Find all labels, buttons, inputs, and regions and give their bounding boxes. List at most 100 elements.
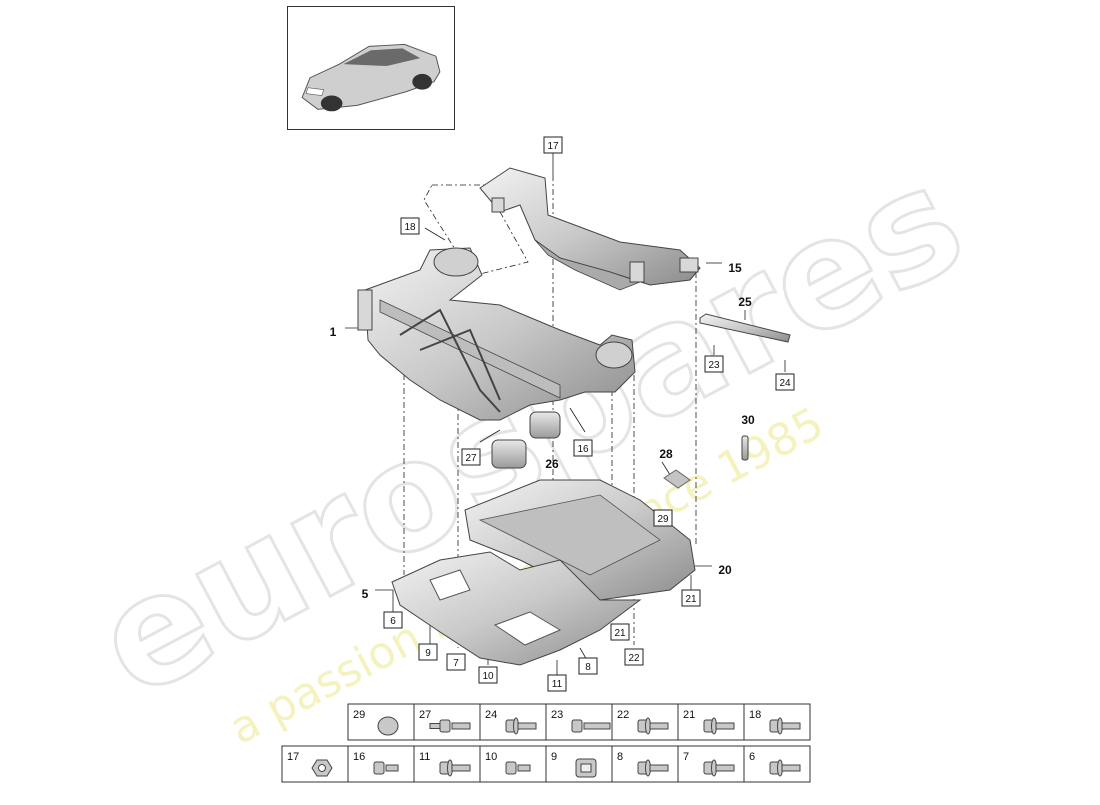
callout-box[interactable]: 10 (478, 666, 498, 684)
callout-label: 17 (547, 141, 559, 152)
parts-table-cell[interactable]: 27 (413, 703, 481, 741)
flange-bolt-icon (703, 717, 735, 735)
callout-box[interactable]: 7 (446, 653, 466, 671)
callout-frame (610, 623, 630, 641)
parts-table-cell[interactable]: 24 (479, 703, 547, 741)
callout-label: 15 (728, 261, 742, 275)
parts-table-cell[interactable]: 9 (545, 745, 613, 783)
nut-icon (311, 759, 333, 777)
small-pin[interactable] (741, 435, 749, 461)
callout-label: 20 (718, 563, 732, 577)
flange-bolt-icon (505, 717, 537, 735)
callout-box[interactable]: 9 (418, 643, 438, 661)
callout-number[interactable]: 1 (330, 325, 337, 339)
callout-frame (573, 439, 593, 457)
part-number: 29 (353, 709, 365, 721)
parts-table-cell[interactable]: 8 (611, 745, 679, 783)
callout-label: 18 (404, 222, 416, 233)
part-number: 9 (551, 751, 557, 763)
callout-box[interactable]: 22 (624, 648, 644, 666)
callout-box[interactable]: 29 (653, 509, 673, 527)
callout-label: 25 (738, 295, 752, 309)
callout-box[interactable]: 16 (573, 439, 593, 457)
strut-brace[interactable] (699, 313, 791, 343)
front-subframe[interactable] (357, 247, 636, 469)
callout-frame (681, 589, 701, 607)
part-number: 22 (617, 709, 629, 721)
parts-table-cell[interactable]: 21 (677, 703, 745, 741)
callout-frame (478, 666, 498, 684)
callout-box[interactable]: 24 (775, 373, 795, 391)
part-number: 6 (749, 751, 755, 763)
callout-box[interactable]: 27 (461, 448, 481, 466)
parts-table-cell[interactable]: 6 (743, 745, 811, 783)
callout-label: 16 (577, 444, 589, 455)
cell-frame (611, 745, 679, 783)
car-icon (301, 43, 441, 112)
parts-table-cell[interactable]: 7 (677, 745, 745, 783)
callout-frame (383, 611, 403, 629)
callout-frame (446, 653, 466, 671)
callout-label: 28 (659, 447, 673, 461)
callout-number[interactable]: 30 (741, 413, 755, 427)
parts-table-cell[interactable]: 29 (347, 703, 415, 741)
rear-crossmember[interactable] (479, 167, 701, 291)
part-number: 7 (683, 751, 689, 763)
callout-number[interactable]: 5 (362, 587, 369, 601)
callout-box[interactable]: 18 (400, 217, 420, 235)
callout-number[interactable]: 15 (728, 261, 742, 275)
part-number: 8 (617, 751, 623, 763)
callout-frame (775, 373, 795, 391)
callout-label: 10 (482, 671, 494, 682)
callout-frame (578, 657, 598, 675)
callout-label: 26 (545, 457, 559, 471)
callout-box[interactable]: 21 (610, 623, 630, 641)
callout-label: 24 (779, 378, 791, 389)
flange-bolt-icon (637, 717, 669, 735)
parts-table-cell[interactable]: 11 (413, 745, 481, 783)
parts-table-cell[interactable]: 16 (347, 745, 415, 783)
callout-box[interactable]: 17 (543, 136, 563, 154)
upper-shear-plate[interactable] (464, 479, 696, 601)
parts-table-cell[interactable]: 23 (545, 703, 613, 741)
callout-label: 5 (362, 587, 369, 601)
flange-bolt-icon (439, 759, 471, 777)
callout-number[interactable]: 28 (659, 447, 673, 461)
lower-shear-plate[interactable] (391, 551, 642, 666)
callout-label: 29 (657, 514, 669, 525)
callout-label: 7 (453, 658, 459, 669)
callout-number[interactable]: 20 (718, 563, 732, 577)
callout-box[interactable]: 21 (681, 589, 701, 607)
parts-table-cell[interactable]: 17 (281, 745, 349, 783)
callout-label: 21 (685, 594, 697, 605)
callout-box[interactable]: 6 (383, 611, 403, 629)
parts-table-cell[interactable]: 10 (479, 745, 547, 783)
callout-label: 1 (330, 325, 337, 339)
callout-number[interactable]: 25 (738, 295, 752, 309)
small-pad[interactable] (663, 469, 691, 489)
callout-label: 22 (628, 653, 640, 664)
callout-label: 11 (552, 679, 563, 690)
callout-frame (547, 674, 567, 692)
callout-number[interactable]: 26 (545, 457, 559, 471)
part-number: 23 (551, 709, 563, 721)
callout-label: 23 (708, 360, 720, 371)
callout-frame (653, 509, 673, 527)
callout-label: 27 (465, 453, 477, 464)
part-number: 21 (683, 709, 695, 721)
part-number: 10 (485, 751, 497, 763)
long-bolt-icon (571, 719, 611, 733)
short-bolt-icon (373, 761, 399, 775)
parts-table-cell[interactable]: 18 (743, 703, 811, 741)
callout-box[interactable]: 8 (578, 657, 598, 675)
callout-label: 21 (614, 628, 626, 639)
callout-frame (704, 355, 724, 373)
parts-table-cell[interactable]: 22 (611, 703, 679, 741)
vehicle-thumbnail (287, 6, 455, 130)
callout-label: 8 (585, 662, 591, 673)
callout-box[interactable]: 11 (547, 674, 567, 692)
callout-box[interactable]: 23 (704, 355, 724, 373)
callout-frame (400, 217, 420, 235)
